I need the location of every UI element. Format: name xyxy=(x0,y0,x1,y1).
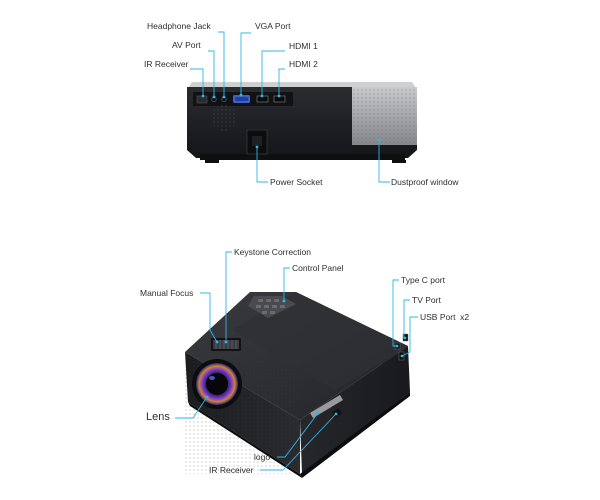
callout-usb-port: USB Port x2 xyxy=(420,312,469,322)
front-projector xyxy=(185,292,410,478)
callout-vga-port: VGA Port xyxy=(255,21,291,31)
callout-logo: logo xyxy=(254,452,271,462)
callout-ir-receiver-front: IR Receiver xyxy=(209,465,254,475)
callout-type-c-port: Type C port xyxy=(401,275,445,285)
callout-headphone-jack: Headphone Jack xyxy=(147,21,211,31)
callout-ir-receiver-rear: IR Receiver xyxy=(144,59,189,69)
callout-tv-port: TV Port xyxy=(412,295,441,305)
usb-port-count: x2 xyxy=(460,312,470,322)
rear-leader-lines xyxy=(190,31,390,183)
usb-port-label: USB Port xyxy=(420,312,456,322)
callout-manual-focus: Manual Focus xyxy=(140,288,194,298)
callout-power-socket: Power Socket xyxy=(270,177,323,187)
callout-lens: Lens xyxy=(146,411,170,423)
callout-hdmi-2: HDMI 2 xyxy=(289,59,318,69)
callout-dustproof-window: Dustproof window xyxy=(391,177,459,187)
callout-control-panel: Control Panel xyxy=(292,263,344,273)
rear-projector xyxy=(187,82,417,163)
callout-av-port: AV Port xyxy=(172,40,201,50)
callout-keystone-correction: Keystone Correction xyxy=(234,247,312,257)
rear-leader-dots xyxy=(201,93,381,149)
front-leader-dots xyxy=(205,299,407,416)
callout-hdmi-1: HDMI 1 xyxy=(289,41,318,51)
